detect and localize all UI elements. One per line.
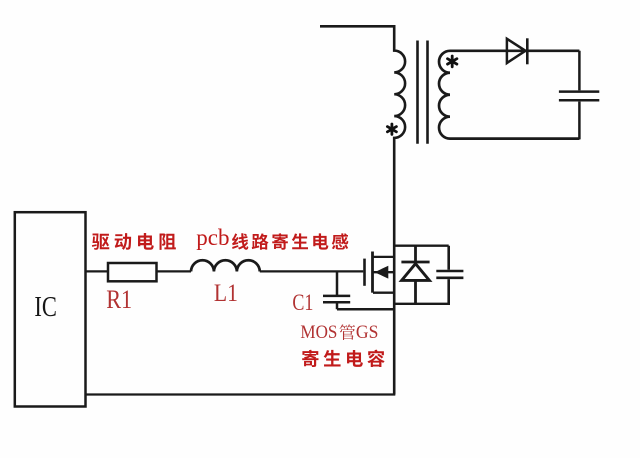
svg-text:MOS: MOS xyxy=(300,323,337,343)
svg-text:L1: L1 xyxy=(214,280,238,307)
svg-text:GS: GS xyxy=(356,323,379,343)
svg-text:R1: R1 xyxy=(106,285,132,314)
svg-text:C1: C1 xyxy=(292,290,313,315)
svg-text:IC: IC xyxy=(34,292,57,323)
svg-text:pcb: pcb xyxy=(196,225,229,250)
